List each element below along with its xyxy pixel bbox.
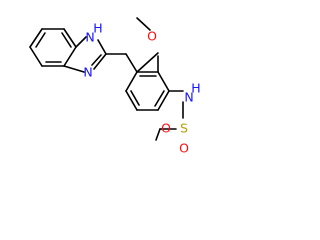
atom-h: H [93,21,102,36]
atom-n-nh: N [85,30,94,45]
double-bond-inner [35,32,46,48]
bond-methyl [155,128,161,141]
atom-s: S [180,121,188,136]
bond [125,53,138,73]
atom-n-amide: N [184,90,193,105]
bond [63,65,85,73]
double-bond-inner [91,54,102,66]
bond [63,46,77,67]
atom-labels: H N N O N H S O O [83,21,200,156]
bond [157,71,170,92]
atom-o-sulfonyl-left: O [161,121,171,136]
bond [75,36,87,48]
bond-c-o [136,52,159,73]
double-bond-inner [130,90,140,106]
bond [29,28,43,48]
bond [63,28,77,48]
molecule-canvas: H N N O N H S O O [29,17,201,156]
double-bond-inner [61,32,72,48]
benzene-ring-center [125,53,170,111]
bond [125,71,138,92]
imidazole-ring [63,36,107,73]
bond [29,46,43,67]
bond [157,90,170,111]
atom-n: N [83,65,92,80]
bond-o-methyl [136,17,151,31]
bond [97,39,107,55]
bond [125,90,138,111]
double-bond-inner [154,90,165,107]
atom-h-amide: H [191,81,200,96]
benzene-ring-left [29,28,77,67]
atom-o-methoxy: O [147,29,157,44]
structure-diagram [29,17,184,141]
atom-o-sulfonyl-bottom: O [179,141,189,156]
bond [93,53,107,70]
